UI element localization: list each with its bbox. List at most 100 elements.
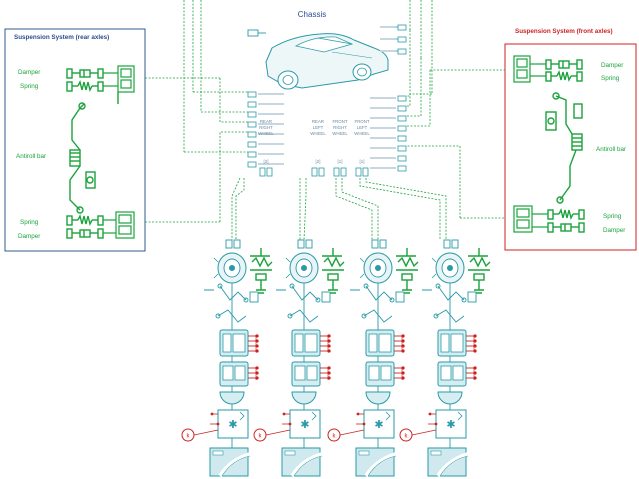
wheel-in-port[interactable]: [444, 240, 450, 248]
wheel-index-label: [1]: [360, 159, 365, 164]
front-joint-top-icon[interactable]: [514, 56, 546, 82]
rear-spring-bottom-icon[interactable]: [67, 216, 103, 225]
wheel-port-left[interactable]: [334, 168, 339, 176]
joint-icon[interactable]: ✱: [218, 410, 248, 438]
gain-icon[interactable]: [366, 362, 394, 386]
k-gain-icon[interactable]: k: [254, 429, 266, 441]
road-icon[interactable]: [356, 448, 396, 476]
gain-icon[interactable]: [220, 330, 248, 356]
car-icon[interactable]: [266, 34, 388, 89]
wheel-port-right[interactable]: [363, 168, 368, 176]
linkage-icon[interactable]: [288, 306, 318, 330]
wheel-header-line: WHEEL: [354, 131, 370, 136]
gain-icon[interactable]: [292, 330, 320, 356]
spring-damper-icon[interactable]: [250, 248, 272, 293]
wheel-header-line: REAR: [260, 119, 272, 124]
front-spring-bottom-icon[interactable]: [548, 210, 584, 219]
wheel-in-port[interactable]: [226, 240, 232, 248]
front-damper-top-label: Damper: [601, 62, 623, 69]
svg-text:✱: ✱: [446, 418, 455, 431]
output-arrows-icon: [466, 335, 476, 352]
front-joint-bottom-icon[interactable]: [514, 206, 548, 232]
road-icon[interactable]: [210, 448, 250, 476]
wheel-index-label: [2]: [264, 159, 269, 164]
wheel-port-right[interactable]: [267, 168, 272, 176]
rear-suspension-panel[interactable]: Suspension System (rear axles) Damper Sp…: [5, 29, 220, 251]
linkage-icon[interactable]: [434, 306, 464, 330]
output-arrows-icon: [248, 367, 258, 380]
road-icon[interactable]: [428, 448, 468, 476]
wheel-header-line: WHEEL: [332, 131, 348, 136]
k-gain-icon[interactable]: k: [182, 429, 194, 441]
brake-icon[interactable]: [438, 392, 462, 404]
rear-panel-title: Suspension System (rear axles): [14, 34, 109, 41]
front-antiroll-label: Antiroll bar: [596, 146, 626, 153]
wheel-header-line: FRONT: [332, 119, 347, 124]
linkage-icon[interactable]: [216, 306, 246, 330]
wheel-port-left[interactable]: [312, 168, 317, 176]
rear-spring-bottom-label: Spring: [20, 219, 39, 226]
wheel-port-left[interactable]: [260, 168, 265, 176]
linkage-icon[interactable]: [204, 283, 258, 306]
front-damper-bottom-icon[interactable]: [548, 223, 584, 232]
wheel-column[interactable]: ✱k: [400, 240, 490, 476]
wheel-in-port[interactable]: [452, 240, 458, 248]
wheel-index-label: [2]: [316, 159, 321, 164]
joint-icon[interactable]: ✱: [364, 410, 394, 438]
svg-text:✱: ✱: [374, 418, 383, 431]
wheel-port-right[interactable]: [341, 168, 346, 176]
svg-text:✱: ✱: [228, 418, 237, 431]
spring-damper-icon[interactable]: [468, 248, 490, 293]
rear-spring-top-icon[interactable]: [67, 82, 103, 91]
gain-icon[interactable]: [438, 362, 466, 386]
wheel-header-line: RIGHT: [333, 125, 347, 130]
spring-damper-icon[interactable]: [396, 248, 418, 293]
gain-icon[interactable]: [292, 362, 320, 386]
front-spring-bottom-label: Spring: [603, 213, 622, 220]
front-spring-top-icon[interactable]: [546, 72, 582, 81]
rear-damper-bottom-icon[interactable]: [67, 229, 103, 238]
joint-icon[interactable]: ✱: [290, 410, 320, 438]
linkage-icon[interactable]: [362, 306, 392, 330]
rear-joint-top-icon[interactable]: [103, 66, 134, 92]
wheel-column[interactable]: ✱k: [254, 240, 344, 476]
front-damper-top-icon[interactable]: [546, 60, 582, 69]
wheel-in-port[interactable]: [298, 240, 304, 248]
brake-icon[interactable]: [220, 392, 244, 404]
linkage-icon[interactable]: [350, 283, 404, 306]
front-suspension-panel[interactable]: Suspension System (front axles) Damper S…: [430, 28, 636, 250]
k-gain-icon[interactable]: k: [328, 429, 340, 441]
joint-icon[interactable]: ✱: [436, 410, 466, 438]
wheel-headers: REARRIGHTWHEEL[2]REARLEFTWHEEL[2]FRONTRI…: [258, 119, 370, 176]
chassis-port-block-left[interactable]: [248, 92, 256, 167]
tire-icon[interactable]: [360, 253, 392, 283]
rear-antiroll-bar-icon[interactable]: [70, 92, 118, 213]
k-gain-icon[interactable]: k: [400, 429, 412, 441]
wheel-in-port[interactable]: [234, 240, 240, 248]
brake-icon[interactable]: [366, 392, 390, 404]
gain-icon[interactable]: [366, 330, 394, 356]
rear-spring-top-label: Spring: [20, 83, 39, 90]
wheel-in-port[interactable]: [372, 240, 378, 248]
gain-icon[interactable]: [220, 362, 248, 386]
wheel-in-port[interactable]: [306, 240, 312, 248]
car-input-port[interactable]: [248, 30, 266, 36]
front-antiroll-bar-icon[interactable]: [546, 93, 582, 203]
tire-icon[interactable]: [286, 253, 318, 283]
linkage-icon[interactable]: [422, 283, 476, 306]
rear-joint-bottom-icon[interactable]: [103, 212, 134, 238]
wheel-port-right[interactable]: [319, 168, 324, 176]
road-icon[interactable]: [282, 448, 322, 476]
rear-damper-bottom-label: Damper: [18, 233, 40, 240]
wheel-port-left[interactable]: [356, 168, 361, 176]
linkage-icon[interactable]: [276, 283, 330, 306]
gain-icon[interactable]: [438, 330, 466, 356]
tire-icon[interactable]: [214, 253, 246, 283]
rear-damper-top-icon[interactable]: [67, 69, 103, 78]
wheel-in-port[interactable]: [380, 240, 386, 248]
wheel-columns: ✱k✱k✱k✱k: [182, 240, 490, 476]
tire-icon[interactable]: [432, 253, 464, 283]
brake-icon[interactable]: [292, 392, 316, 404]
chassis-port-block-right[interactable]: [398, 96, 406, 171]
spring-damper-icon[interactable]: [322, 248, 344, 293]
